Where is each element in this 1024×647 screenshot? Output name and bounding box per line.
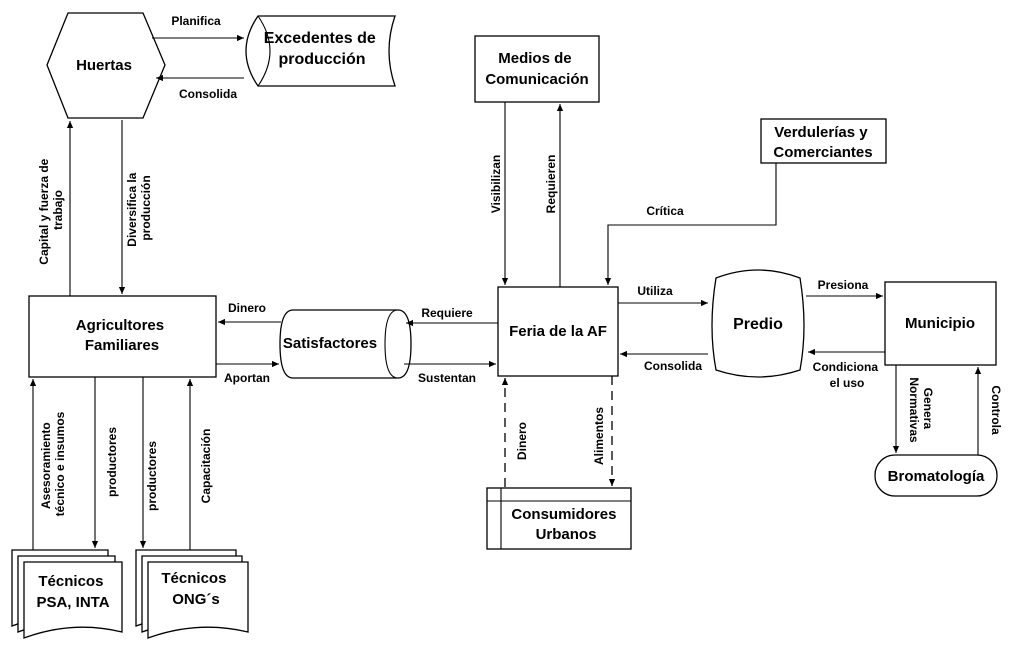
edge-consolida-predio-label: Consolida (644, 359, 702, 373)
node-verdulerias[interactable]: Verdulerías y Comerciantes (760, 118, 887, 164)
node-bromatologia[interactable]: Bromatología (874, 454, 998, 497)
edge-requiere-label: Requiere (421, 306, 473, 320)
node-excedentes[interactable]: Excedentes de producción (245, 15, 396, 87)
node-consumidores[interactable]: Consumidores Urbanos (486, 487, 632, 550)
node-predio[interactable]: Predio (711, 269, 805, 378)
edge-dinero-cons-label: Dinero (515, 422, 529, 460)
node-excedentes-label: Excedentes de producción (264, 30, 381, 68)
edge-diversifica-label: Diversifica la producción (125, 169, 153, 246)
node-feria-label: Feria de la AF (509, 323, 607, 340)
edge-aportan-label: Aportan (224, 371, 270, 385)
edge-controla-label: Controla (989, 385, 1003, 435)
edge-requieren-label: Requieren (544, 155, 558, 214)
node-tecnicos-ong[interactable]: Técnicos ONG´s (135, 549, 249, 639)
edge-asesoramiento-label: Asesoramiento técnico e insumos (39, 411, 67, 516)
edge-utiliza-label: Utiliza (637, 284, 673, 298)
edge-consolida-huertas-label: Consolida (179, 87, 237, 101)
node-tecnicos-ong-label: Técnicos ONG´s (161, 570, 230, 608)
node-predio-label: Predio (733, 316, 783, 333)
node-tecnicos-psa[interactable]: Técnicos PSA, INTA (11, 549, 123, 639)
edge-condiciona-label: Condiciona el uso (813, 360, 882, 390)
node-verdulerias-label: Verdulerías y Comerciantes (773, 124, 872, 161)
node-feria[interactable]: Feria de la AF (497, 286, 619, 377)
node-medios-label: Medios de Comunicación (485, 50, 588, 88)
edge-capital-label: Capital y fuerza de trabajo (37, 155, 65, 264)
node-agricultores-label: Agricultores Familiares (76, 317, 169, 354)
edge-sustentan-label: Sustentan (418, 371, 476, 385)
edge-capacitacion-label: Capacitación (199, 429, 213, 504)
node-consumidores-label: Consumidores Urbanos (511, 506, 620, 543)
node-huertas[interactable]: Huertas (46, 12, 166, 119)
edge-productores-1-label: productores (105, 427, 119, 497)
node-satisfactores[interactable]: Satisfactores (279, 309, 412, 379)
edge-alimentos-label: Alimentos (592, 407, 606, 465)
edge-visibilizan-label: Visibilizan (489, 155, 503, 213)
edge-presiona-label: Presiona (818, 278, 869, 292)
edge-planifica-label: Planifica (171, 14, 221, 28)
node-agricultores[interactable]: Agricultores Familiares (28, 295, 217, 378)
node-huertas-label: Huertas (76, 57, 132, 74)
node-municipio-label: Municipio (905, 315, 975, 332)
node-satisfactores-label: Satisfactores (283, 335, 377, 352)
node-tecnicos-psa-label: Técnicos PSA, INTA (36, 573, 109, 611)
edge-genera-label: Genera Normativas (907, 377, 935, 443)
edge-productores-2-label: productores (145, 441, 159, 511)
edge-critica (604, 163, 777, 285)
edge-dinero-sat-label: Dinero (228, 301, 266, 315)
edge-critica-label: Crítica (646, 204, 684, 218)
node-medios[interactable]: Medios de Comunicación (474, 35, 600, 103)
node-bromatologia-label: Bromatología (888, 468, 985, 485)
node-municipio[interactable]: Municipio (884, 281, 997, 366)
